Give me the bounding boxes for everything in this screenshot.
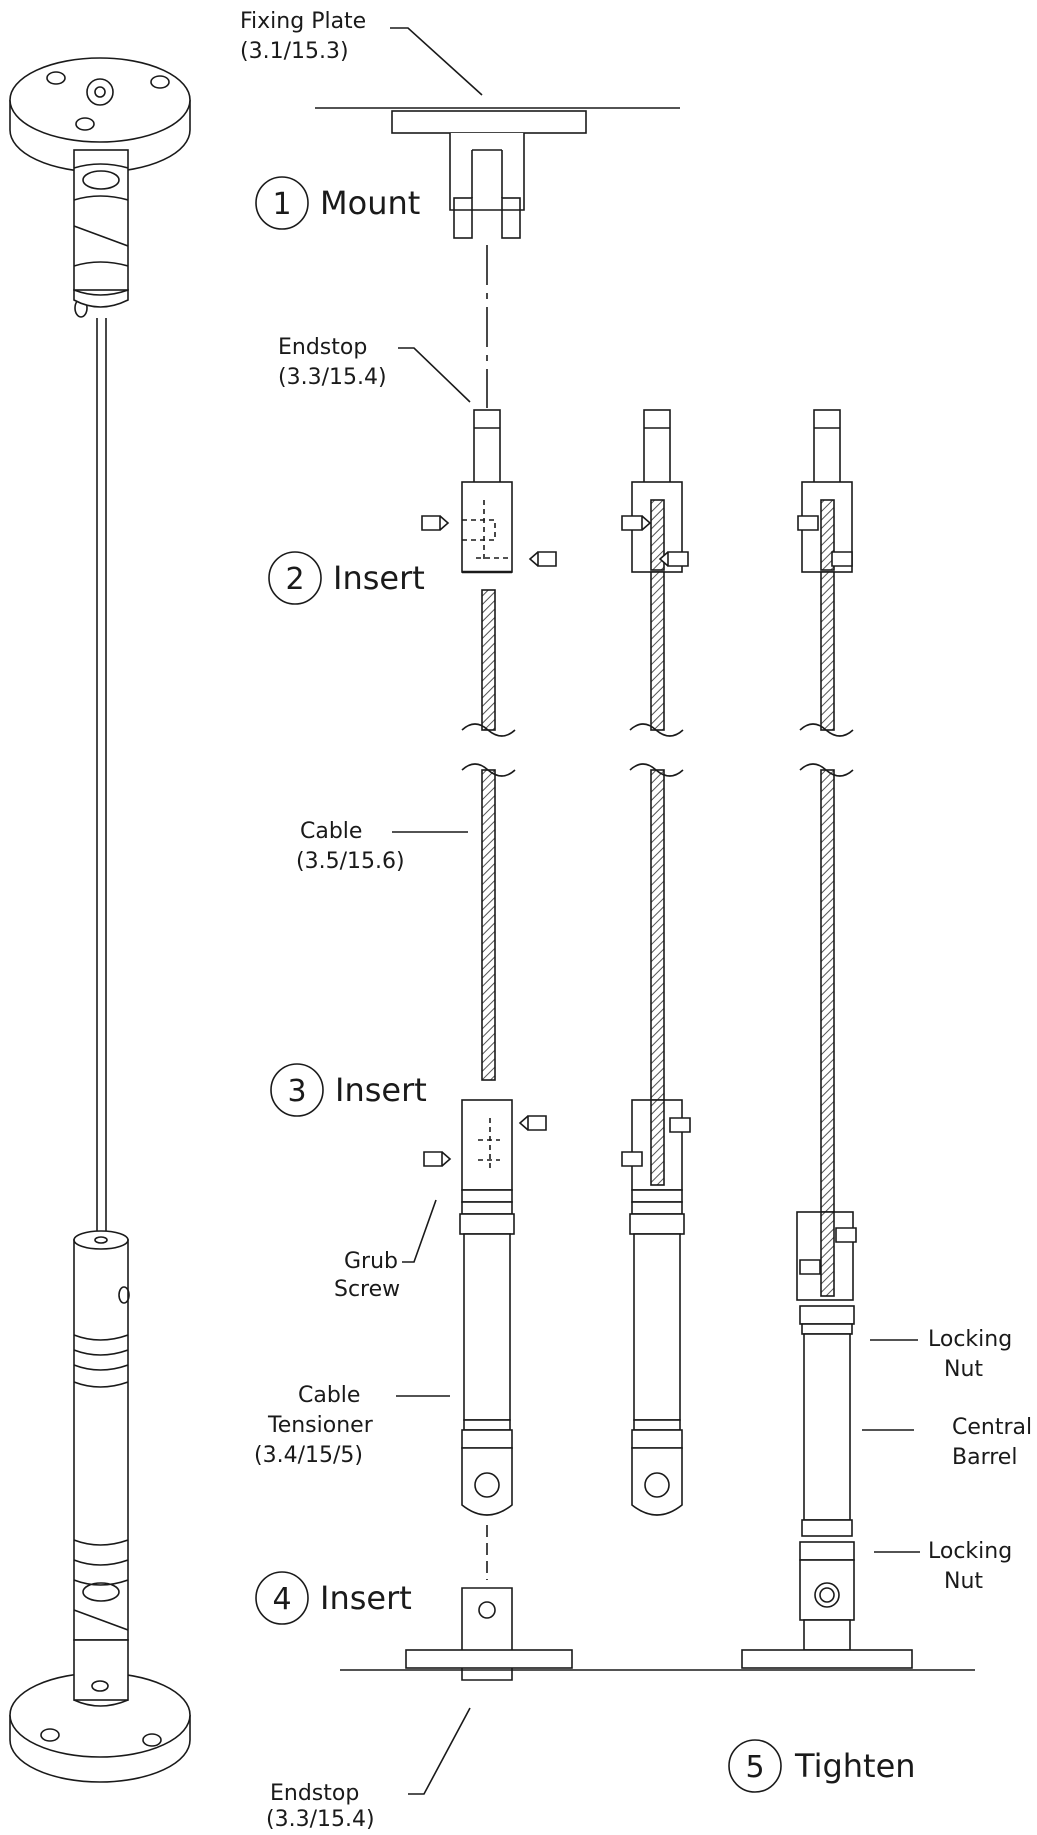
tensioner-col3: [741, 1211, 913, 1669]
endstop-bottom-label: Endstop: [270, 1781, 359, 1806]
tensioner-ref: (3.4/15/5): [254, 1443, 363, 1468]
fixing-plate: [315, 107, 680, 239]
step-4-circle: [255, 1571, 309, 1625]
top-fixing-disc: [9, 57, 191, 173]
locking-nut-bottom-label-2: Nut: [944, 1569, 983, 1594]
locking-nut-top-label-1: Locking: [928, 1327, 1012, 1352]
endstop-col3: [797, 409, 853, 573]
cable-ref: (3.5/15.6): [296, 849, 405, 874]
top-coupling: [73, 149, 129, 318]
step-1-number: 1: [272, 187, 291, 222]
step-3-number: 3: [287, 1074, 306, 1109]
break-marks: [461, 723, 854, 777]
bottom-fixing-disc: [9, 1639, 191, 1783]
endstop-top-ref: (3.3/15.4): [278, 365, 387, 390]
step-3-label: Insert: [335, 1071, 427, 1109]
step-1-circle: [255, 176, 309, 230]
tensioner-label-2: Tensioner: [267, 1413, 374, 1438]
cables: [481, 571, 835, 1241]
bottom-endstop-col1: [405, 1587, 573, 1681]
step-4-label: Insert: [320, 1579, 412, 1617]
isometric-assembly: [9, 57, 191, 1783]
tensioner-col1: [423, 1099, 547, 1580]
iso-tensioner: [73, 1230, 130, 1641]
step-5-label: Tighten: [794, 1747, 916, 1785]
locking-nut-top-label-2: Nut: [944, 1357, 983, 1382]
step-2-number: 2: [285, 562, 304, 597]
step-5-number: 5: [745, 1750, 764, 1785]
fixing-plate-label: Fixing Plate: [240, 9, 366, 34]
grub-screw-label-1: Grub: [344, 1249, 398, 1274]
step-3-circle: [270, 1063, 324, 1117]
step-5-circle: [728, 1739, 782, 1793]
step-2-label: Insert: [333, 559, 425, 597]
step-4-number: 4: [272, 1582, 291, 1617]
grub-screw-label-2: Screw: [334, 1277, 400, 1302]
endstop-col2: [621, 409, 689, 573]
central-barrel-label-2: Barrel: [952, 1445, 1017, 1470]
tensioner-label-1: Cable: [298, 1383, 360, 1408]
cable-label: Cable: [300, 819, 362, 844]
iso-cable: [96, 318, 107, 1248]
locking-nut-bottom-label-1: Locking: [928, 1539, 1012, 1564]
endstop-top-label: Endstop: [278, 335, 367, 360]
step-2-circle: [268, 551, 322, 605]
endstop-col1: [421, 409, 557, 574]
leader-lines: [390, 27, 920, 1795]
central-barrel-label-1: Central: [952, 1415, 1032, 1440]
endstop-bottom-ref: (3.3/15.4): [266, 1807, 375, 1830]
fixing-plate-ref: (3.1/15.3): [240, 39, 349, 64]
step-1-label: Mount: [320, 184, 420, 222]
tensioner-col2: [621, 1099, 691, 1516]
